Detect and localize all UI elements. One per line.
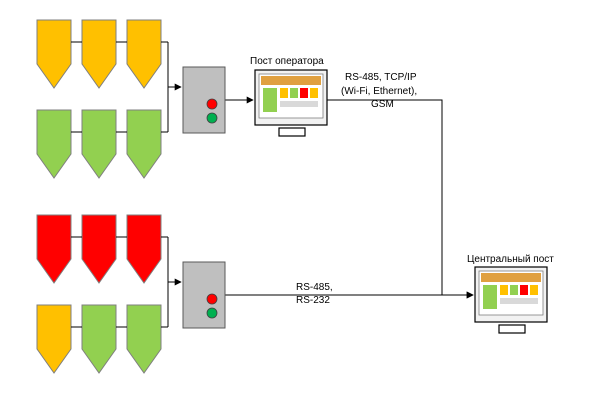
operator-monitor-screen-cell (300, 88, 308, 98)
sensor-g2-r2-c1 (36, 304, 72, 374)
sensor-g1-r2-c2 (81, 109, 117, 179)
operator-monitor-stand (278, 127, 306, 137)
controller-2-green-lamp (206, 307, 218, 319)
central-monitor-screen-gauge (483, 285, 497, 309)
monitors (254, 69, 548, 334)
sensor-g2-r2-c3 (126, 304, 162, 374)
link-bottom-line1: RS-485, (296, 282, 333, 293)
sensor-g1-r1-c3 (126, 19, 162, 89)
controller-1 (182, 66, 226, 134)
operator-monitor (254, 69, 328, 137)
controller-1-green-lamp (206, 112, 218, 124)
link-top-line1: RS-485, TCP/IP (345, 72, 417, 83)
operator-post-label: Пост оператора (250, 56, 324, 67)
sensor-g1-r1-c2 (81, 19, 117, 89)
sensor-g1-r1-c1 (36, 19, 72, 89)
sensor-g2-r1-c3 (126, 214, 162, 284)
central-monitor-screen-header (481, 273, 541, 282)
central-monitor-screen-bar (500, 298, 538, 304)
controller-2-red-lamp (206, 293, 218, 305)
operator-monitor-screen-cell (280, 88, 288, 98)
operator-monitor-screen-cell (290, 88, 298, 98)
sensor-g1-r2-c3 (126, 109, 162, 179)
sensor-groups (36, 19, 162, 374)
operator-monitor-screen-cell (310, 88, 318, 98)
controllers (182, 66, 226, 329)
link-bottom-line2: RS-232 (296, 295, 330, 306)
central-post-label: Центральный пост (467, 254, 554, 265)
operator-monitor-screen-header (261, 76, 321, 85)
central-monitor-screen-cell (520, 285, 528, 295)
sensor-g2-r1-c2 (81, 214, 117, 284)
sensor-g2-r2-c2 (81, 304, 117, 374)
sensor-g1-r2-c1 (36, 109, 72, 179)
sensor-g2-r1-c1 (36, 214, 72, 284)
link-top-line3: GSM (371, 99, 394, 110)
central-monitor-screen-cell (510, 285, 518, 295)
link-top-line2: (Wi-Fi, Ethernet), (341, 86, 418, 97)
operator-monitor-screen-gauge (263, 88, 277, 112)
controller-1-red-lamp (206, 98, 218, 110)
operator-to-central-link (327, 99, 474, 299)
central-monitor (474, 266, 548, 334)
central-monitor-screen-cell (500, 285, 508, 295)
operator-monitor-screen-bar (280, 101, 318, 107)
central-monitor-stand (498, 324, 526, 334)
central-monitor-screen-cell (530, 285, 538, 295)
controller-2 (182, 261, 226, 329)
wiring (71, 41, 474, 328)
